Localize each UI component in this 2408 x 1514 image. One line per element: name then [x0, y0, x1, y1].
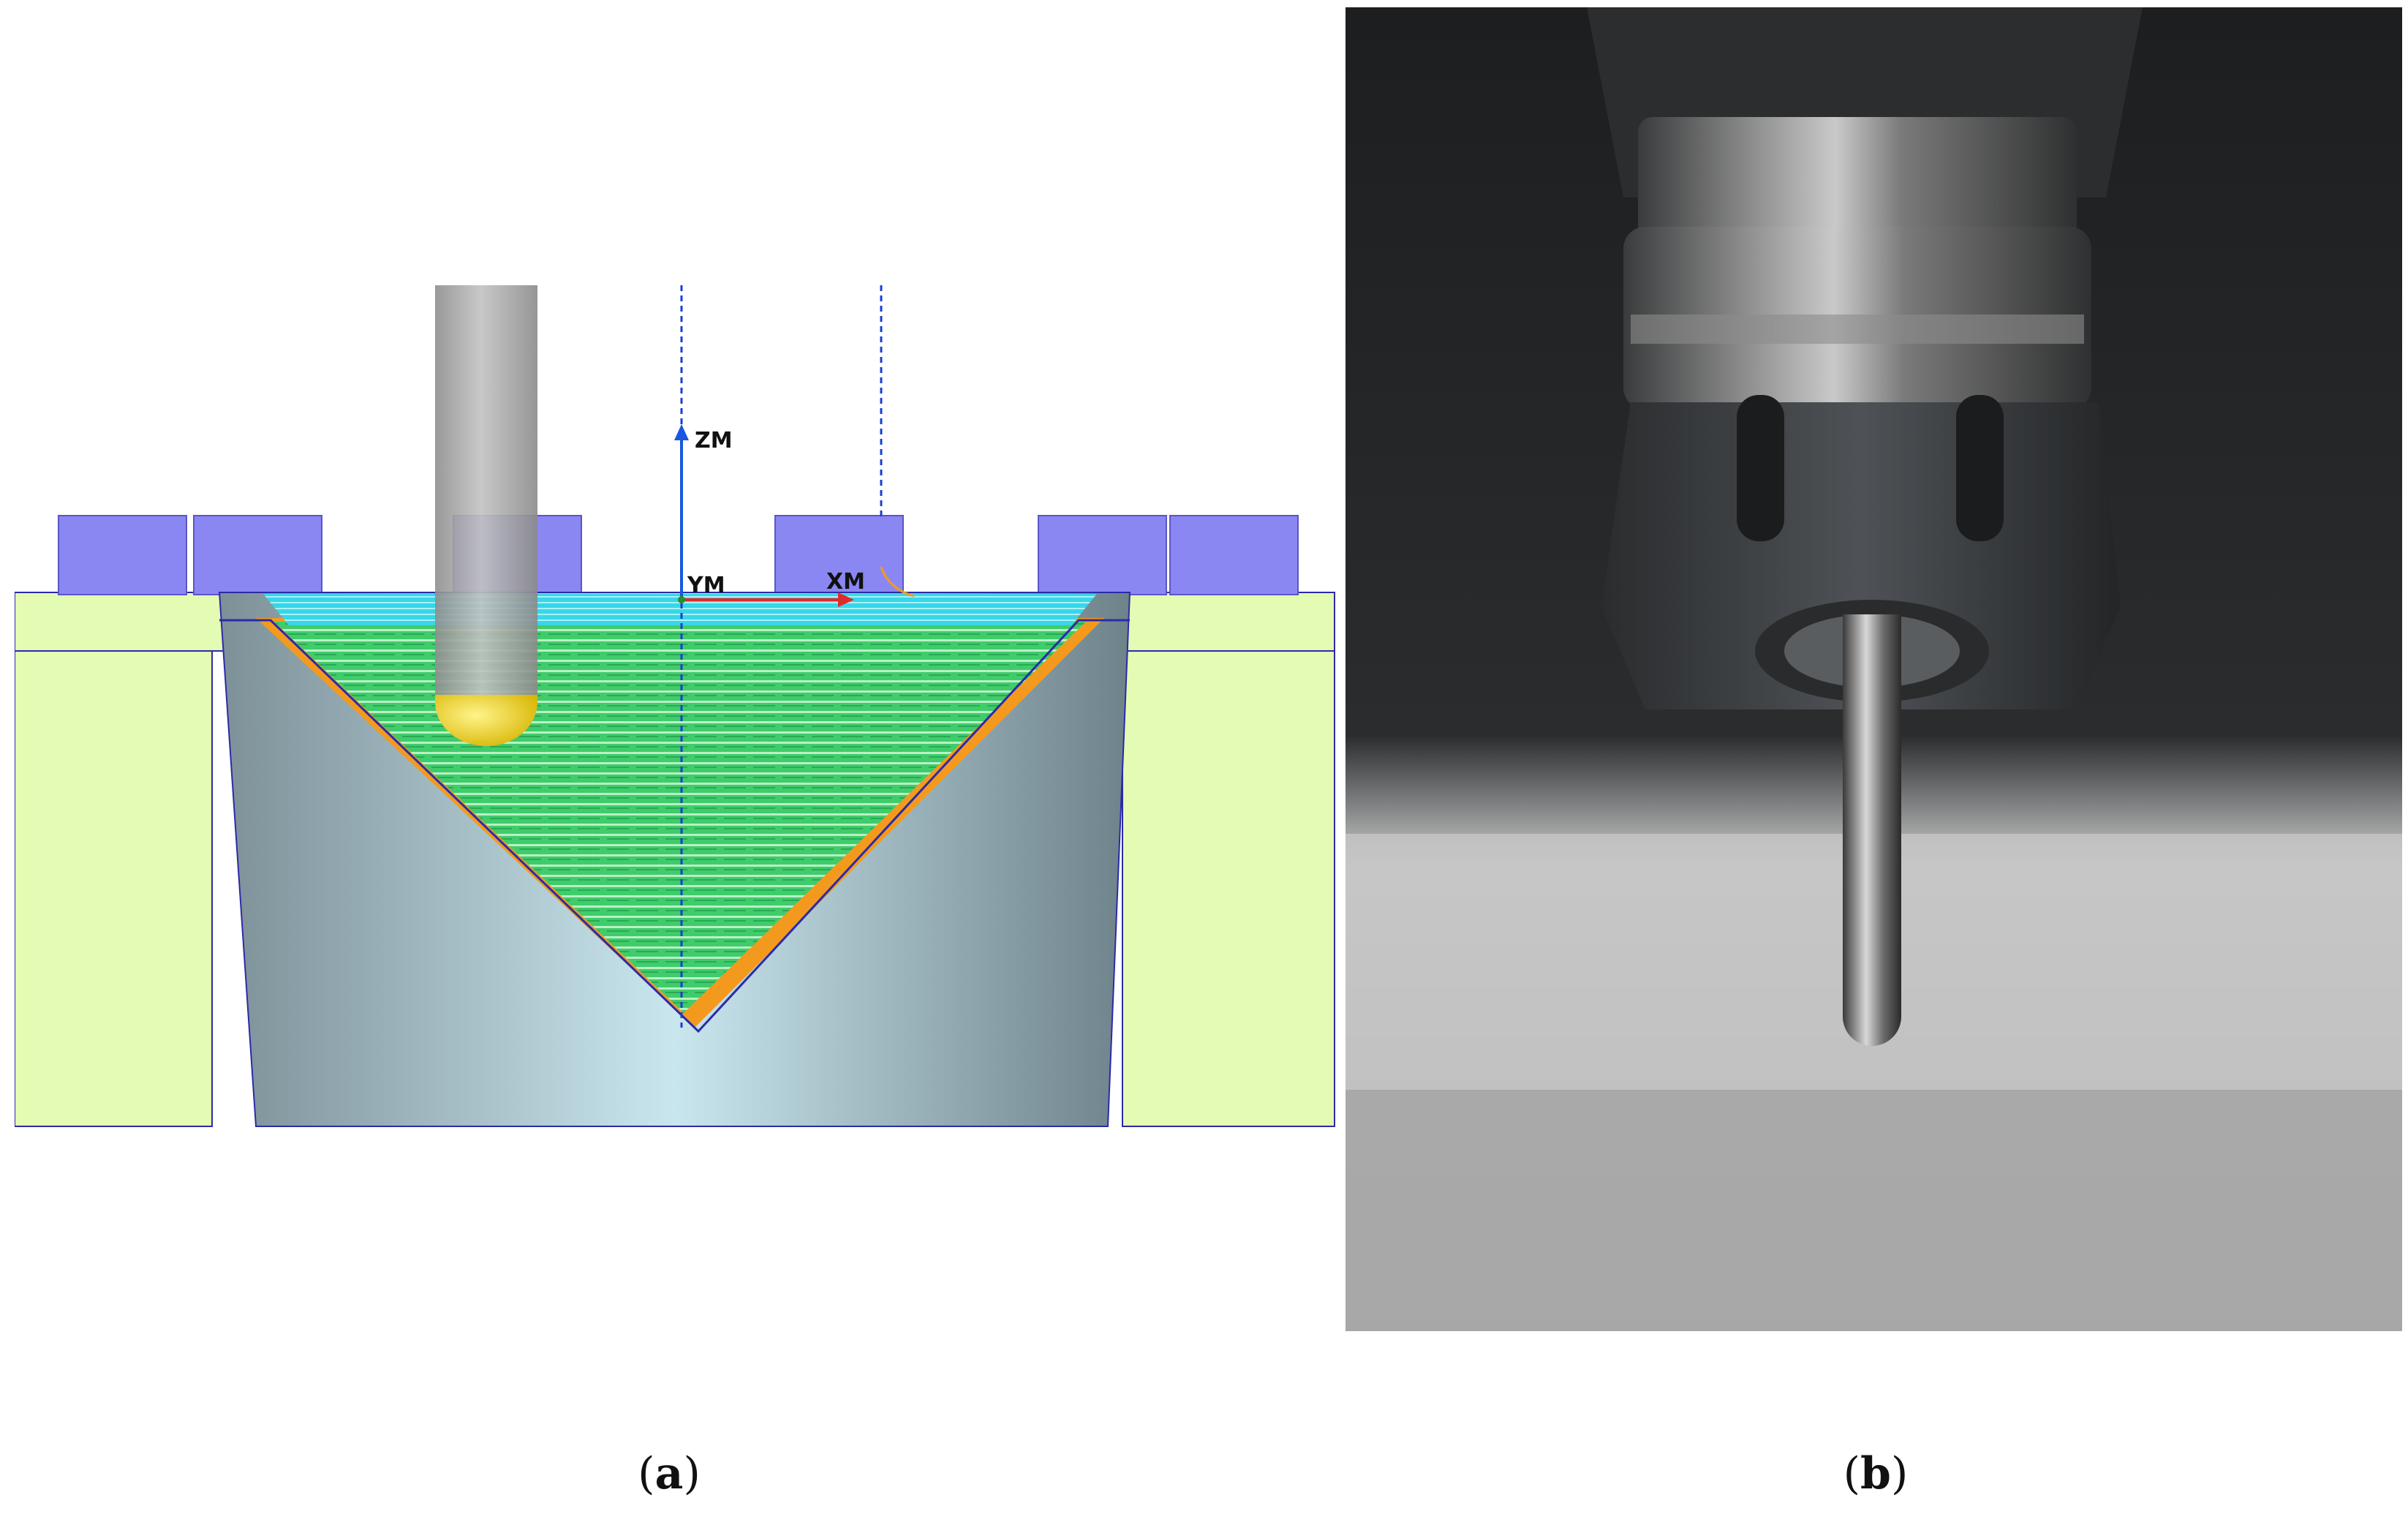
panel-b-photo	[1345, 7, 2402, 1331]
ball-end-mill-photo	[1843, 614, 1901, 1046]
coordinate-axes: ZM YM XM	[674, 424, 865, 607]
spindle-holder	[1587, 7, 2143, 709]
caption-a: (a)	[638, 1448, 701, 1499]
z-axis-label: ZM	[695, 428, 733, 453]
panel-a-cad-view: ZM YM XM	[15, 285, 1335, 1127]
auxiliary-arc	[880, 566, 915, 598]
ball-end-mill-tool	[435, 285, 537, 746]
clamps	[58, 515, 1299, 595]
x-axis-label: XM	[826, 569, 865, 595]
y-axis-label: YM	[687, 573, 725, 598]
caption-b: (b)	[1843, 1448, 1909, 1499]
